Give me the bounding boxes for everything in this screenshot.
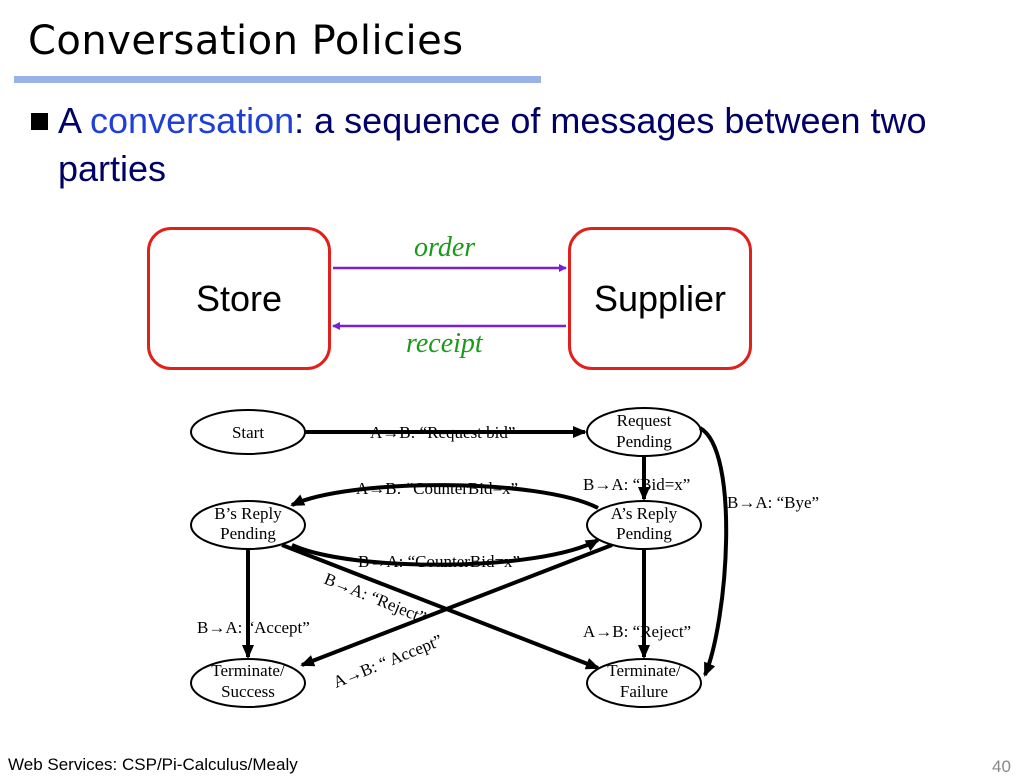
label-bid: B→A: “Bid=x”: [583, 475, 690, 494]
footer-text: Web Services: CSP/Pi-Calculus/Mealy: [8, 755, 298, 774]
label-a-counterbid: A→B: “CounterBid=x”: [356, 479, 518, 498]
edge-a-accept: [300, 543, 613, 667]
label-terminate-f: Terminate/: [607, 661, 681, 680]
bullet-highlight: conversation: [90, 100, 295, 141]
order-label: order: [414, 232, 476, 263]
label-b-accept: B→A: “Accept”: [197, 618, 310, 637]
page-number: 40: [992, 757, 1011, 776]
label-a-reply: A’s Reply: [611, 504, 678, 523]
label-failure: Failure: [620, 682, 668, 701]
store-box: Store: [147, 227, 331, 370]
edge-bye: [698, 426, 729, 677]
edge-b-counterbid: [291, 538, 600, 567]
label-request: Request: [617, 411, 672, 430]
state-terminate-failure: [586, 658, 702, 708]
edge-a-counterbid: [290, 483, 599, 510]
label-start: Start: [232, 423, 264, 442]
edge-b-reject: [281, 543, 600, 670]
label-a-reply-pending: Pending: [616, 524, 672, 543]
slide-title: Conversation Policies: [28, 18, 464, 64]
bullet-prefix: A: [58, 100, 91, 141]
label-success: Success: [221, 682, 275, 701]
bullet-text: A conversation: a sequence of messages b…: [58, 97, 988, 193]
label-request-pending: Pending: [616, 432, 672, 451]
bullet-rest: : a sequence of messages between two par…: [58, 100, 927, 189]
supplier-box: Supplier: [568, 227, 752, 370]
label-bye: B→A: “Bye”: [727, 493, 819, 512]
label-b-reject: B→A: “Reject”: [322, 569, 429, 627]
label-b-reply: B’s Reply: [214, 504, 282, 523]
label-request-bid: A→B: “Request bid”: [370, 423, 515, 442]
label-a-accept: A→B: “ Accept”: [330, 631, 445, 692]
bullet-marker: [31, 113, 48, 130]
receipt-label: receipt: [406, 328, 483, 359]
label-terminate-s: Terminate/: [211, 661, 285, 680]
state-terminate-success: [190, 658, 306, 708]
label-b-reply-pending: Pending: [220, 524, 276, 543]
title-underline: [14, 76, 541, 83]
label-b-counterbid: B→A: “CounterBid=x”: [358, 552, 520, 571]
label-a-reject: A→B: “Reject”: [583, 622, 691, 641]
